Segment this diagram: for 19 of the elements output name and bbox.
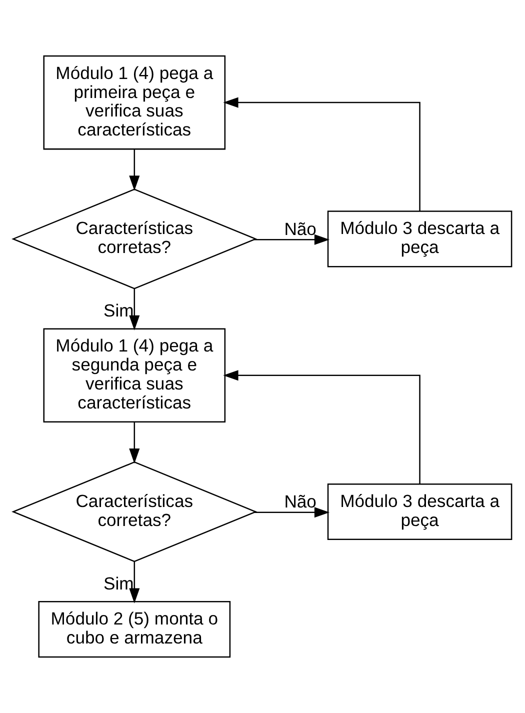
arrow bbox=[129, 562, 140, 604]
arrow bbox=[223, 97, 420, 212]
node-diamond: Características corretas? bbox=[12, 461, 258, 562]
edge-label: Sim bbox=[104, 300, 134, 321]
node-box: Módulo 3 descarta a peça bbox=[327, 210, 512, 268]
edge-label: Não bbox=[284, 218, 316, 239]
node-box: Módulo 3 descarta a peça bbox=[327, 483, 512, 540]
arrow bbox=[254, 234, 330, 245]
edge-label: Não bbox=[284, 492, 316, 512]
arrow bbox=[129, 422, 140, 464]
arrow bbox=[129, 288, 140, 330]
arrow bbox=[129, 149, 140, 191]
node-box: Módulo 1 (4) pega a primeira peça e verifica suas características bbox=[43, 55, 226, 150]
edge-label: Sim bbox=[104, 573, 134, 594]
arrow bbox=[254, 507, 330, 518]
node-box: Módulo 2 (5) monta o cubo e armazena bbox=[38, 601, 231, 658]
arrow bbox=[223, 370, 420, 484]
node-diamond: Características corretas? bbox=[12, 188, 258, 290]
node-box: Módulo 1 (4) pega a segunda peça e verifica suas características bbox=[43, 328, 226, 422]
